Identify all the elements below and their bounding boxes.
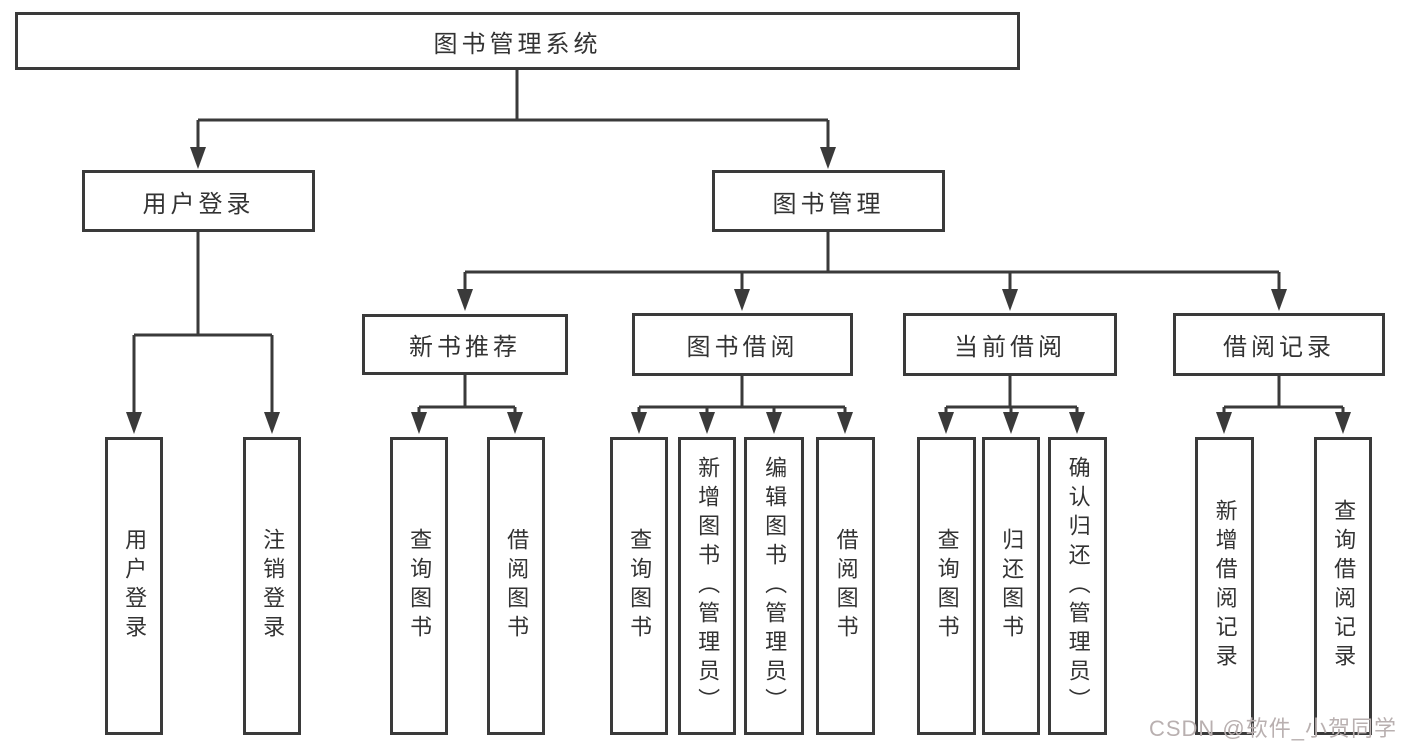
leaf-label: 注销登录: [260, 528, 286, 644]
leaf-label: 用户登录: [122, 528, 148, 644]
leaf-label: 查询图书: [407, 528, 433, 644]
node-library-management-system: 图书管理系统: [15, 12, 1020, 70]
node-book-management: 图书管理: [712, 170, 945, 232]
leaf-label: 查询借阅记录: [1331, 499, 1357, 673]
node-book-borrowing: 图书借阅: [632, 313, 853, 376]
leaf-borrow-books-recommendation: 借阅图书: [487, 437, 545, 735]
node-label: 当前借阅: [954, 334, 1066, 361]
leaf-label: 新增图书（管理员）: [695, 455, 721, 717]
leaf-label: 编辑图书（管理员）: [762, 455, 788, 717]
node-new-book-recommendation: 新书推荐: [362, 314, 568, 375]
leaf-borrow-books: 借阅图书: [816, 437, 875, 735]
leaf-confirm-return-admin: 确认归还（管理员）: [1048, 437, 1107, 735]
node-label: 借阅记录: [1223, 334, 1335, 361]
leaf-edit-book-admin: 编辑图书（管理员）: [744, 437, 804, 735]
leaf-add-book-admin: 新增图书（管理员）: [678, 437, 736, 735]
leaf-logout: 注销登录: [243, 437, 301, 735]
node-label: 图书管理: [772, 190, 885, 218]
leaf-query-books-current: 查询图书: [917, 437, 976, 735]
node-user-login: 用户登录: [82, 170, 315, 232]
leaf-label: 确认归还（管理员）: [1065, 455, 1091, 717]
arrowheads: [126, 147, 1351, 434]
leaf-return-books: 归还图书: [982, 437, 1040, 735]
node-borrowing-records: 借阅记录: [1173, 313, 1385, 376]
csdn-watermark: CSDN @软件_小贺同学: [1148, 716, 1397, 741]
node-label: 图书管理系统: [433, 30, 602, 58]
leaf-label: 归还图书: [999, 528, 1025, 644]
leaf-query-books-recommendation: 查询图书: [390, 437, 448, 735]
leaf-label: 查询图书: [934, 528, 960, 644]
leaf-user-login: 用户登录: [105, 437, 163, 735]
leaf-label: 借阅图书: [504, 528, 530, 644]
leaf-query-borrow-record: 查询借阅记录: [1314, 437, 1372, 735]
leaf-add-borrow-record: 新增借阅记录: [1195, 437, 1254, 735]
leaf-label: 借阅图书: [833, 528, 859, 644]
node-label: 图书借阅: [686, 334, 799, 361]
node-label: 新书推荐: [409, 334, 521, 361]
leaf-label: 查询图书: [627, 528, 653, 644]
leaf-query-books-borrowing: 查询图书: [610, 437, 668, 735]
node-current-borrowing: 当前借阅: [903, 313, 1117, 376]
leaf-label: 新增借阅记录: [1212, 499, 1238, 673]
node-label: 用户登录: [142, 190, 255, 218]
